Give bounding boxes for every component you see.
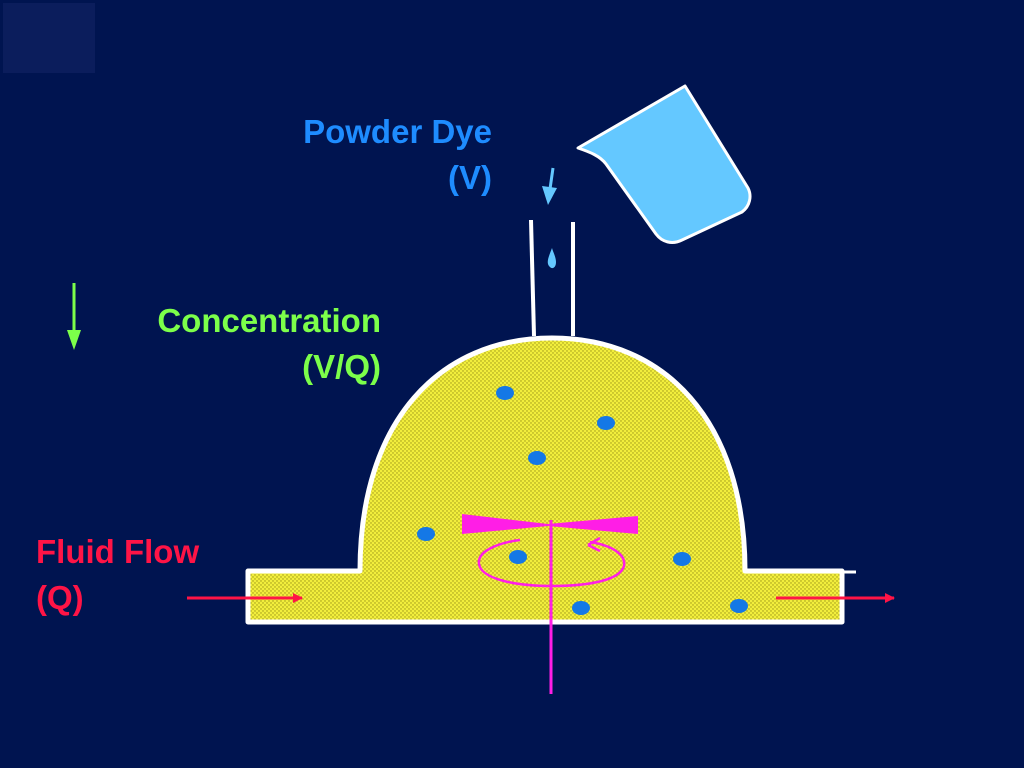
dye-droplet-icon [547, 248, 556, 269]
dye-particle [496, 386, 514, 400]
dye-particle [730, 599, 748, 613]
beaker-icon [576, 84, 752, 244]
dye-particle [528, 451, 546, 465]
dye-inlet-pipe-left [529, 219, 536, 337]
powder-dye-symbol: (V) [448, 159, 492, 196]
dye-particle [509, 550, 527, 564]
dye-particle [673, 552, 691, 566]
concentration-title: Concentration [157, 302, 381, 339]
corner-tile [3, 3, 95, 73]
concentration-arrow-head [67, 330, 81, 350]
dye-particle [597, 416, 615, 430]
dye-particle [417, 527, 435, 541]
pour-arrow-head [542, 186, 557, 205]
dye-particles [417, 386, 748, 615]
fluid-flow-label: Fluid Flow (Q) [36, 529, 199, 621]
rotation-arrow-icon [477, 538, 626, 588]
powder-dye-title: Powder Dye [303, 113, 492, 150]
dye-particle [572, 601, 590, 615]
concentration-formula: (V/Q) [302, 348, 381, 385]
powder-dye-label: Powder Dye (V) [303, 109, 492, 201]
magnetic-stirrer-icon [462, 514, 638, 534]
vessel-fluid [245, 335, 845, 625]
rotation-arrowhead [587, 536, 601, 553]
concentration-label: Concentration (V/Q) [157, 298, 381, 390]
fluid-flow-symbol: (Q) [36, 579, 84, 616]
fluid-flow-title: Fluid Flow [36, 533, 200, 570]
